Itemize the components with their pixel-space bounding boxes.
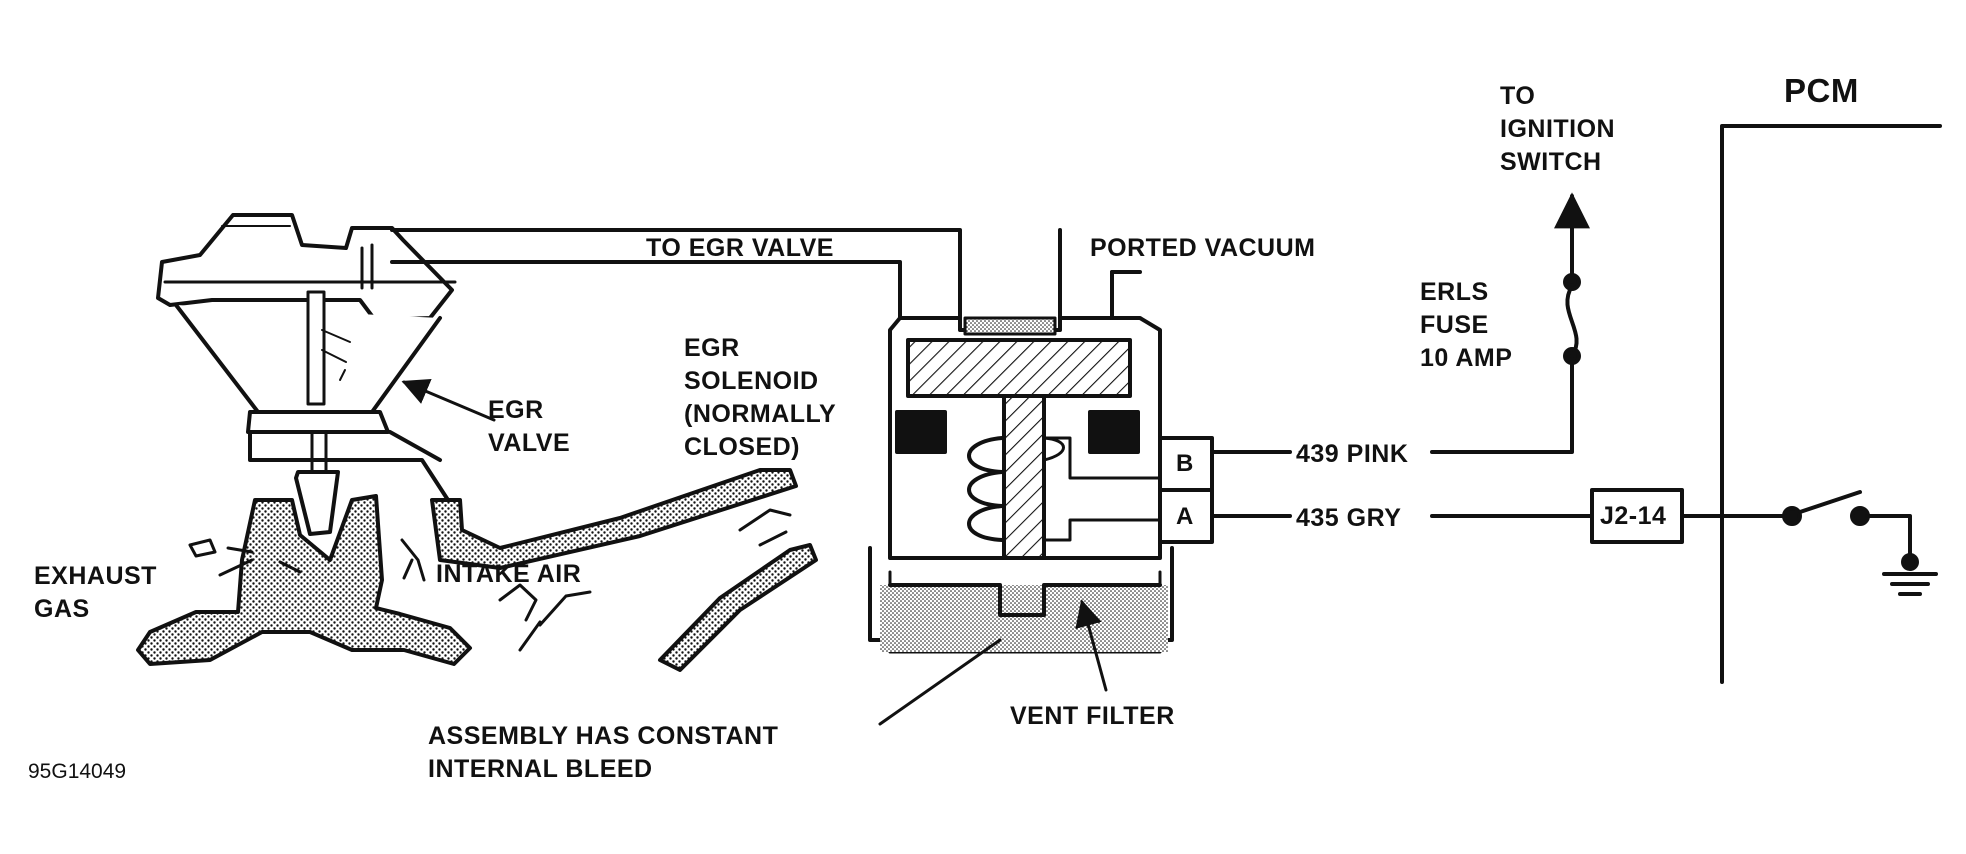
erls-fuse-label: ERLS FUSE 10 AMP <box>1420 278 1513 372</box>
wiring <box>1210 124 1942 684</box>
manifold <box>136 468 818 672</box>
connector-j2-14-label: J2-14 <box>1600 502 1667 530</box>
terminal-a-label: A <box>1176 503 1194 530</box>
exhaust-gas-label: EXHAUST GAS <box>34 562 157 623</box>
intake-air-label: INTAKE AIR <box>436 560 582 588</box>
wire-435-gry-label: 435 GRY <box>1296 504 1402 532</box>
figure-id-label: 95G14049 <box>28 760 127 783</box>
egr-valve <box>156 213 457 536</box>
egr-solenoid-label: EGR SOLENOID (NORMALLY CLOSED) <box>684 334 837 461</box>
vent-filter-label: VENT FILTER <box>1010 702 1175 730</box>
pcm-label: PCM <box>1784 72 1859 109</box>
to-ignition-switch-label: TO IGNITION SWITCH <box>1500 82 1616 176</box>
vacuum-hoses <box>390 228 1142 320</box>
bleed-note-label: ASSEMBLY HAS CONSTANT INTERNAL BLEED <box>428 722 779 783</box>
egr-solenoid <box>868 316 1214 654</box>
to-egr-valve-label: TO EGR VALVE <box>646 234 834 262</box>
ported-vacuum-label: PORTED VACUUM <box>1090 234 1316 262</box>
leader-lines <box>401 379 1302 726</box>
egr-valve-label: EGR VALVE <box>488 396 571 457</box>
wire-439-pink-label: 439 PINK <box>1296 440 1409 468</box>
terminal-b-label: B <box>1176 450 1194 477</box>
